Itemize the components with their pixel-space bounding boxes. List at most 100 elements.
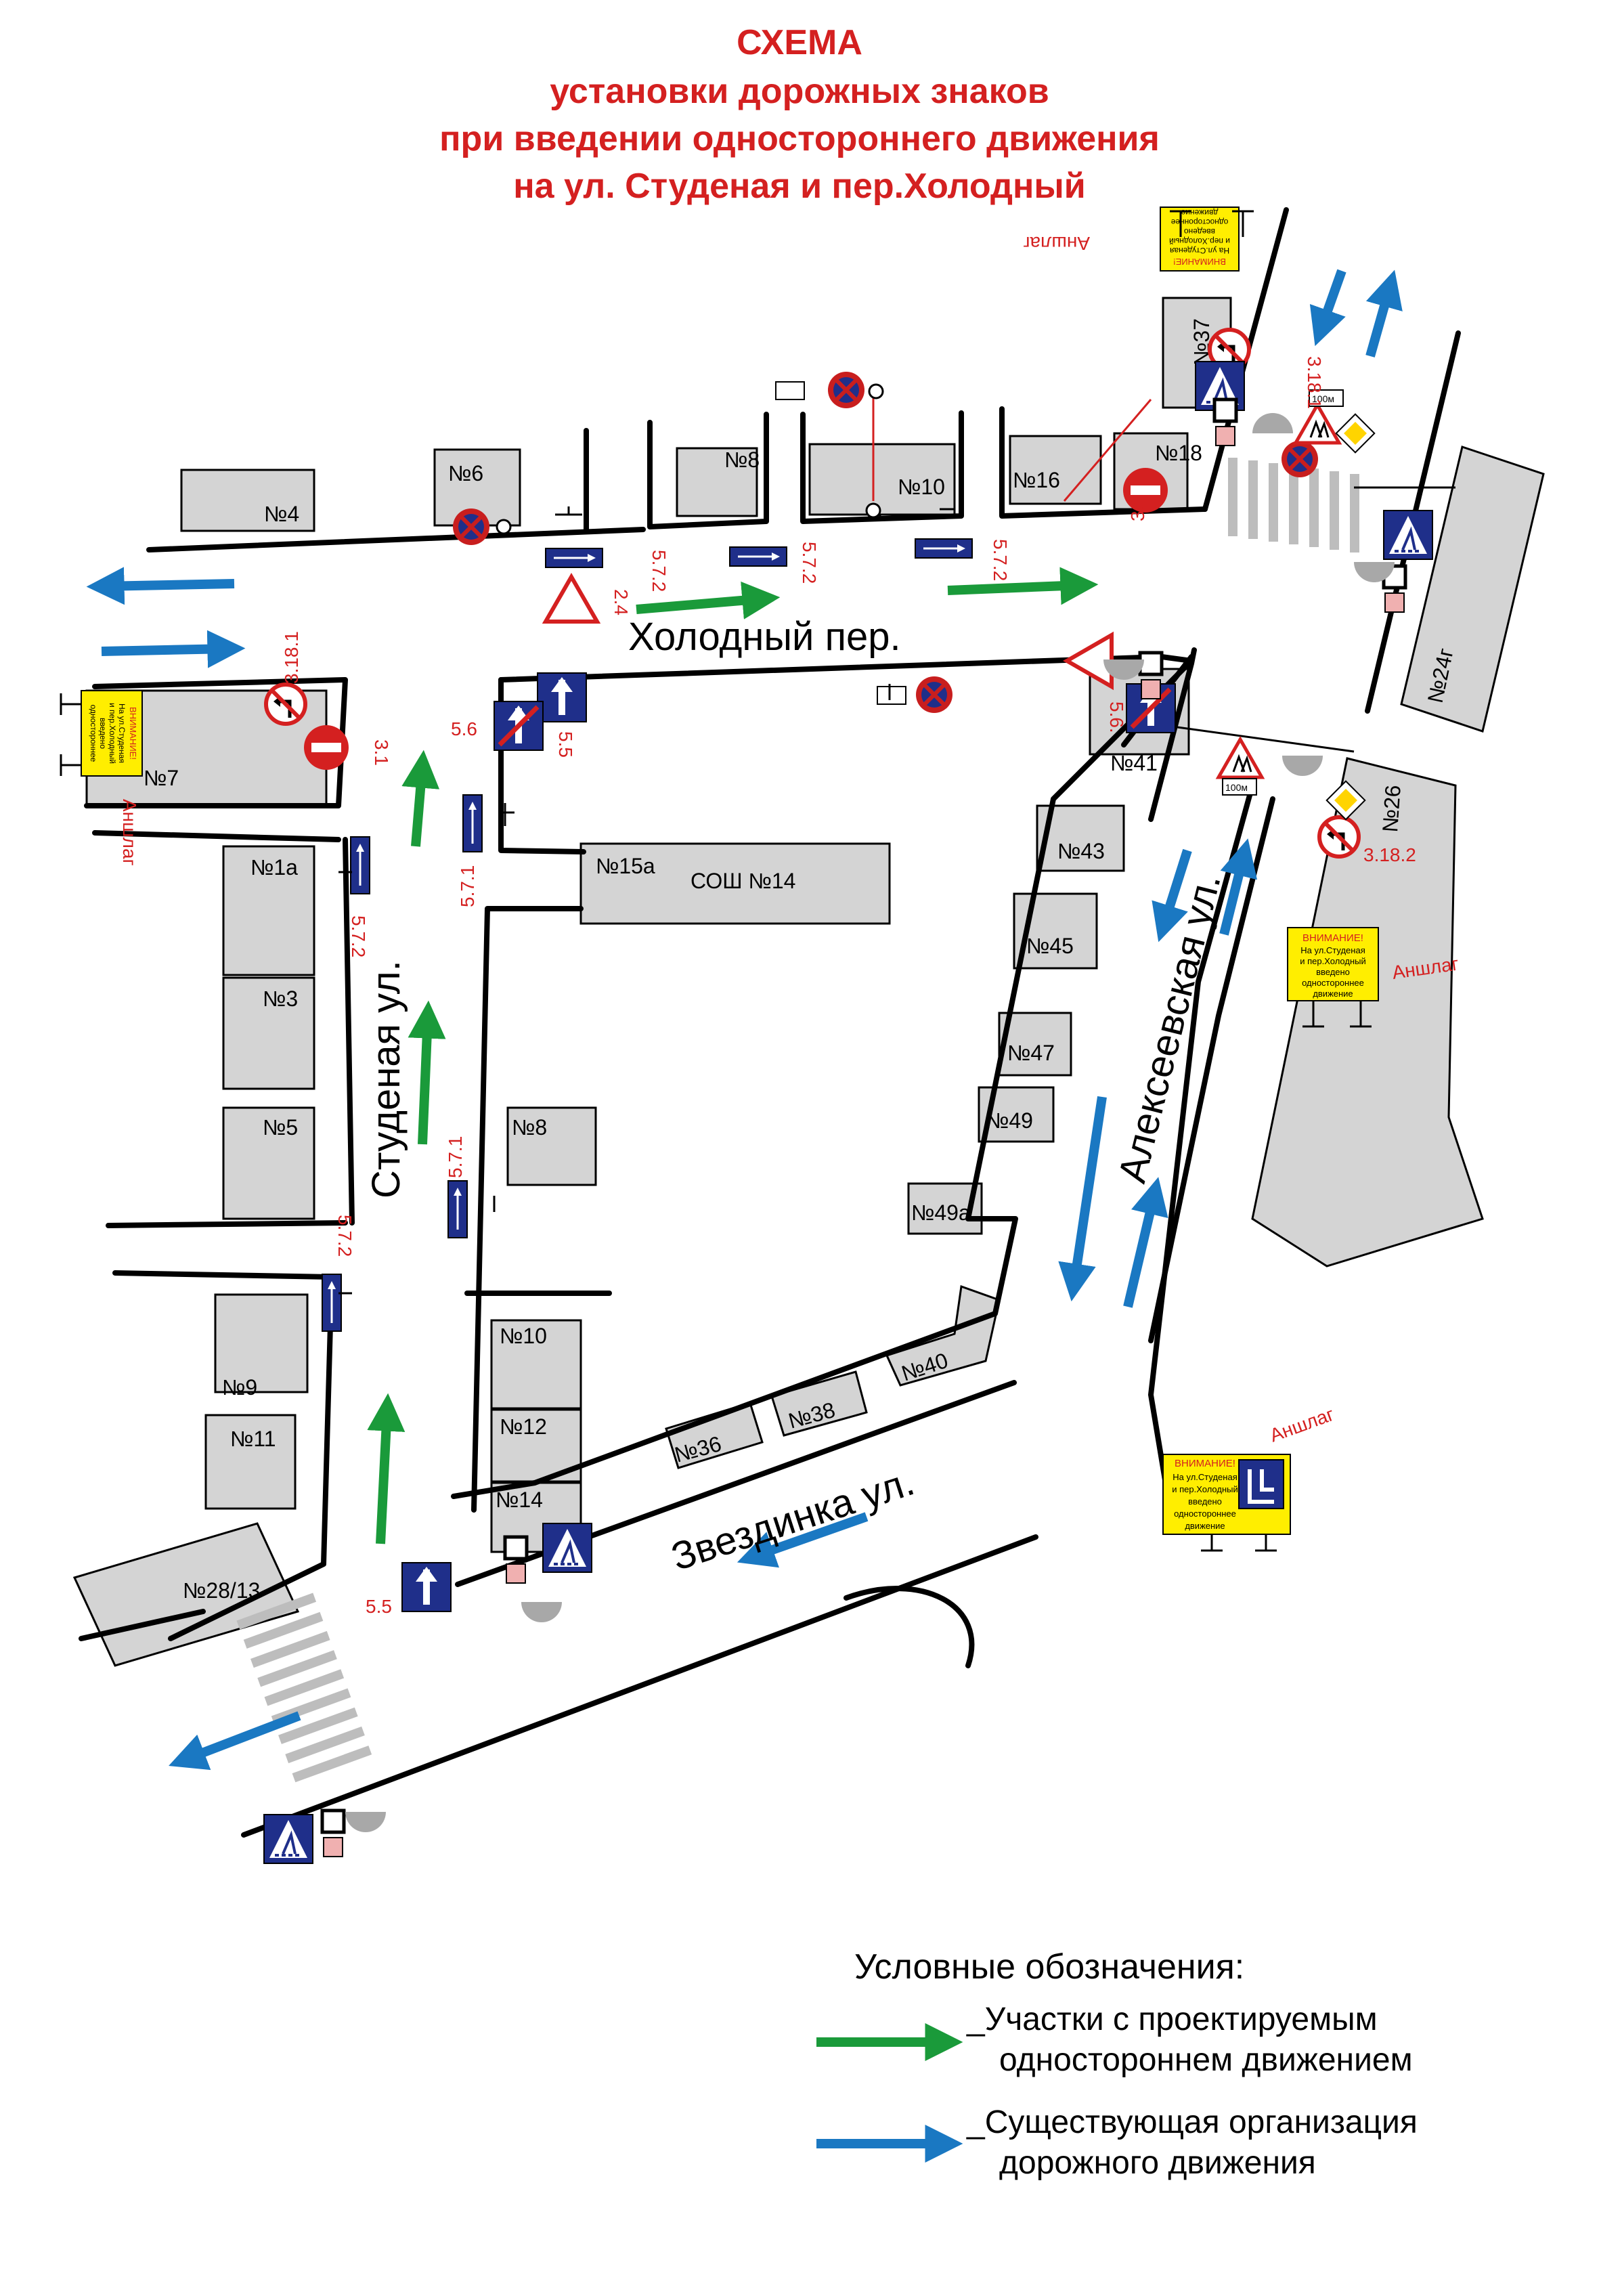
label-building-45: №45 (1026, 934, 1074, 958)
blue-arrow-zvezdinka (737, 1512, 869, 1568)
poster-bottom-l5: движение (1185, 1521, 1225, 1531)
no-entry-icon-2 (304, 725, 349, 770)
children-warning-icon-2 (1219, 739, 1262, 777)
green-arrow-studenaya-2 (408, 1000, 446, 1145)
no-stopping-icon-1 (453, 508, 489, 545)
traffic-light-icon-1 (1214, 399, 1236, 446)
poster-left: ВНИМАНИЕ! На ул.Студеная и пер.Холодный … (81, 690, 143, 777)
building-15a-school (579, 842, 891, 925)
poster-left-posts (60, 693, 81, 776)
arrows-existing (86, 269, 1403, 1771)
title-line-4: на ул. Студеная и пер.Холодный (513, 167, 1086, 206)
blue-arrow-alek-up-1 (1365, 269, 1403, 358)
distance-plate-icon-1 (775, 381, 805, 400)
building-3 (222, 976, 315, 1090)
poster-top-posts (1170, 210, 1254, 237)
street-lamp-icon-5 (521, 1602, 562, 1622)
street-lamp-icon-6 (345, 1812, 386, 1832)
label-building-3: №3 (263, 987, 298, 1011)
poster-top-l4: одностороннее (1170, 217, 1228, 227)
green-arrow-kholodny-1 (636, 581, 781, 620)
traffic-light-icon-5 (322, 1811, 344, 1857)
poster-right-l2: и пер.Холодный (1300, 956, 1366, 966)
sign-posts (338, 506, 955, 1295)
label-building-1a: №1а (250, 855, 298, 880)
blue-arrow-alek-down-3 (1058, 1096, 1107, 1302)
code-2-4: 2.4 (611, 589, 632, 615)
code-5-5-b: 5.5 (366, 1596, 392, 1617)
signs-layer: 100м 100м (263, 330, 1434, 1865)
label-building-49: №49 (986, 1108, 1033, 1133)
legend: Условные обозначения: _Участки с проекти… (816, 1947, 1418, 2181)
no-left-turn-icon-2 (266, 685, 305, 724)
poster-top-l5: движение (1181, 208, 1218, 217)
road-alekseevskaya-west-south (1148, 783, 1255, 1519)
code-5-6-b: 5.6. (1106, 701, 1127, 733)
poster-top-l3: введено (1184, 227, 1215, 236)
direction-plate-icon-1 (544, 547, 604, 569)
legend-heading: Условные обозначения: (854, 1947, 1244, 1987)
green-arrow-studenaya-3 (367, 1393, 406, 1544)
arrows-proposed (367, 567, 1099, 1544)
code-5-7-2-b: 5.7.2 (799, 542, 820, 584)
code-5-5-a: 5.5 (555, 731, 576, 758)
no-stopping-icon-2 (828, 372, 864, 408)
yield-sign-icon-1 (546, 577, 597, 622)
poster-right: ВНИМАНИЕ! На ул.Студеная и пер.Холодный … (1287, 927, 1379, 1001)
poster-left-l1: На ул.Студеная (117, 703, 127, 763)
blue-arrow-alek-up-3 (1123, 1177, 1168, 1308)
building-26 (1251, 757, 1484, 1268)
road-studenaya-west-edge (343, 837, 355, 1226)
label-building-15a: №15а (596, 854, 655, 878)
direction-plate-icon-3 (914, 538, 973, 559)
building-47 (998, 1012, 1072, 1077)
end-one-way-icon-1 (494, 701, 543, 750)
no-left-turn-icon-3 (1319, 817, 1359, 857)
building-10 (490, 1319, 582, 1410)
road-studenaya-east (471, 906, 584, 1513)
one-way-road-icon-2 (402, 1563, 451, 1611)
code-5-7-1-b: 5.7.1 (445, 1136, 466, 1178)
label-building-7: №7 (144, 766, 179, 790)
building-9 (214, 1293, 309, 1393)
building-10-top (808, 443, 956, 516)
poster-right-posts (1302, 1001, 1372, 1028)
road-drive-8 (647, 412, 769, 529)
anshlag-label-4: Аншлаг (1267, 1404, 1336, 1446)
label-building-8-top: №8 (724, 448, 760, 472)
code-3-18-1-a: 3.18.1 (1304, 356, 1325, 409)
blue-arrow-south-west (169, 1711, 301, 1771)
blue-arrow-alek-up-2 (1219, 838, 1258, 936)
poster-left-l2: и пер.Холодный (108, 703, 117, 764)
pointer-line-2 (1063, 399, 1152, 502)
label-building-26: №26 (1378, 784, 1405, 833)
road-zvezdinka-south (241, 1534, 1038, 1838)
poster-left-l3: введено (98, 718, 108, 749)
label-building-14: №14 (496, 1488, 543, 1512)
direction-plate-icon-2 (728, 546, 788, 567)
code-5-7-2-e: 5.7.2 (334, 1215, 355, 1257)
road-drive-10 (800, 410, 964, 524)
label-building-5: №5 (263, 1115, 298, 1140)
building-11 (204, 1414, 297, 1510)
poster-top-l1: На ул.Студеная (1170, 246, 1229, 255)
main-road-icon-1 (1335, 413, 1376, 454)
road-corner (1159, 654, 1194, 664)
building-8 (506, 1106, 597, 1186)
anshlag-label-1: Аншлаг (1023, 233, 1090, 254)
label-building-9: №9 (222, 1375, 257, 1400)
code-3-1-b: 3.1 (371, 739, 392, 766)
label-building-8: №8 (512, 1115, 547, 1140)
road-block-east-inner (451, 658, 1194, 1499)
post-marker-3 (865, 502, 881, 519)
poster-bottom-l3: введено (1188, 1496, 1222, 1507)
poster-bottom-l1: На ул.Студеная (1173, 1472, 1237, 1482)
label-building-47: №47 (1007, 1041, 1055, 1065)
poster-bottom-l2: и пер.Холодный (1172, 1484, 1238, 1494)
label-building-43: №43 (1057, 839, 1105, 863)
direction-plate-icon-7 (321, 1273, 343, 1333)
road-drive-16 (999, 406, 1208, 519)
legend-blue-line1: _Существующая организация (966, 2104, 1418, 2140)
